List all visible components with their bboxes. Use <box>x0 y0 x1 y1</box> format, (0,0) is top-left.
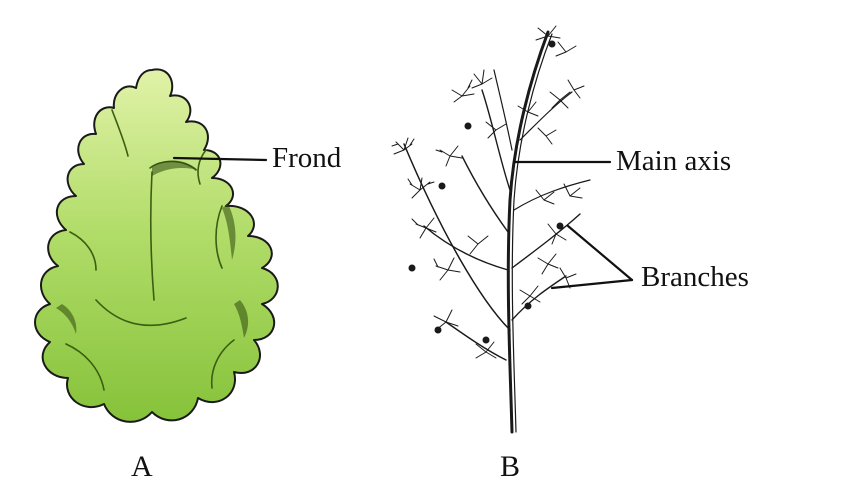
frond-label: Frond <box>272 142 342 174</box>
branches-label: Branches <box>641 261 749 293</box>
frond-thallus-illustration <box>34 68 279 423</box>
branches-leader-line-upper <box>566 224 634 282</box>
branchlet-tufts <box>391 25 585 359</box>
branched-alga-illustration <box>403 30 591 434</box>
leader-lines <box>172 156 634 290</box>
frond-leader-line <box>172 156 268 162</box>
panel-b-label: B <box>500 450 521 483</box>
panel-a-label: A <box>131 450 153 483</box>
main-axis-label: Main axis <box>616 145 732 177</box>
branches-leader-line-lower <box>550 278 634 290</box>
